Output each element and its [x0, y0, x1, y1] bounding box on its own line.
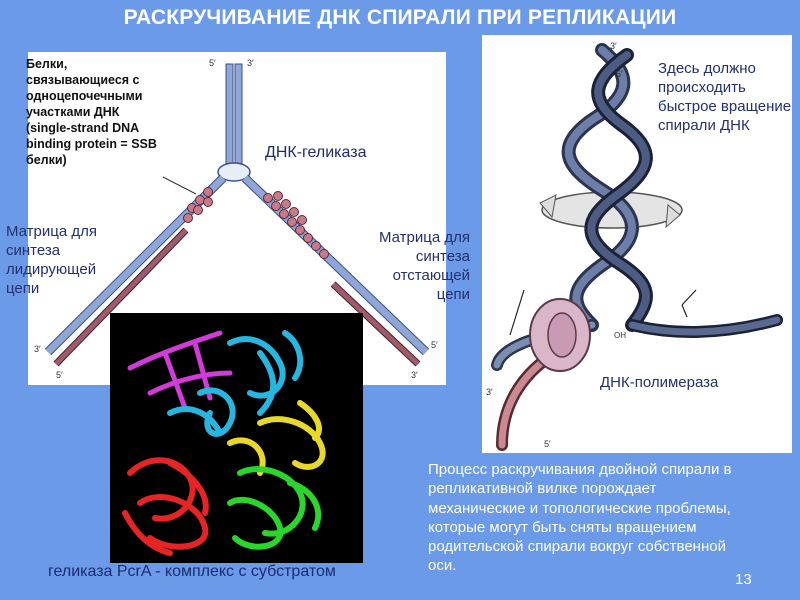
pcra-helicase-structure-image	[110, 313, 363, 563]
ssb-line: Белки,	[26, 57, 68, 71]
caption-line: репликативной вилке порождает	[428, 480, 657, 498]
ssb-line: связывающиеся с	[26, 73, 140, 87]
protein-caption: геликаза PcrA - комплекс с субстратом	[48, 563, 336, 580]
polymerase-label: ДНК-полимераза	[600, 374, 719, 391]
helix-end-5-top: 5′	[616, 69, 623, 79]
leading-strand-template-label: Матрица для синтеза лидирующей цепи	[6, 223, 97, 297]
caption-line: оси.	[428, 557, 457, 575]
fork-end-5-top: 5′	[209, 58, 216, 68]
helix-end-3-left: 3′	[486, 387, 493, 397]
ssb-line: участками ДНК	[26, 105, 120, 119]
caption-line: которые могут быть сняты вращением	[428, 518, 697, 536]
slide-title: РАСКРУЧИВАНИЕ ДНК СПИРАЛИ ПРИ РЕПЛИКАЦИИ	[123, 6, 677, 29]
fork-end-3-top: 3′	[247, 58, 254, 68]
ssb-line: одноцепочечными	[26, 89, 143, 103]
ssb-protein-label: Белки, связывающиеся с одноцепочечными у…	[26, 56, 216, 168]
rotation-label: Здесь должно происходить быстрое вращени…	[658, 60, 792, 134]
fork-end-3-left: 3′	[34, 344, 41, 354]
explanation-caption: Процесс раскручивания двойной спирали в …	[428, 460, 796, 576]
caption-line: Процесс раскручивания двойной спирали в	[428, 461, 732, 478]
ssb-line: (single-strand DNA	[26, 121, 140, 135]
replication-fork-illustration: 5′ 3′ 3′ 5′ 5′ 3′	[34, 58, 438, 380]
ssb-line: белки)	[26, 153, 67, 167]
fork-end-5-left: 5′	[56, 370, 63, 380]
helix-rotation-diagram: 3′ 5′ 3′ 5′ OH	[482, 35, 792, 453]
helicase-label: ДНК-геликаза	[265, 144, 367, 161]
protein-ribbon-illustration	[110, 313, 363, 563]
lagging-strand-template-label: Матрица для синтеза отстающей цепи	[379, 229, 470, 303]
caption-line: родительской спирали вокруг собственной	[428, 538, 726, 556]
page-number: 13	[735, 571, 752, 588]
dna-helix-illustration: 3′ 5′ 3′ 5′ OH	[486, 41, 783, 451]
caption-line: механические и топологические проблемы,	[428, 499, 731, 517]
helix-end-5-bottom: 5′	[544, 439, 551, 449]
ssb-line: binding protein = SSB	[26, 137, 157, 151]
helix-oh-label: OH	[614, 331, 626, 340]
fork-end-3-right: 3′	[411, 370, 418, 380]
fork-end-5-right: 5′	[431, 340, 438, 350]
helix-end-3-top: 3′	[610, 41, 617, 51]
